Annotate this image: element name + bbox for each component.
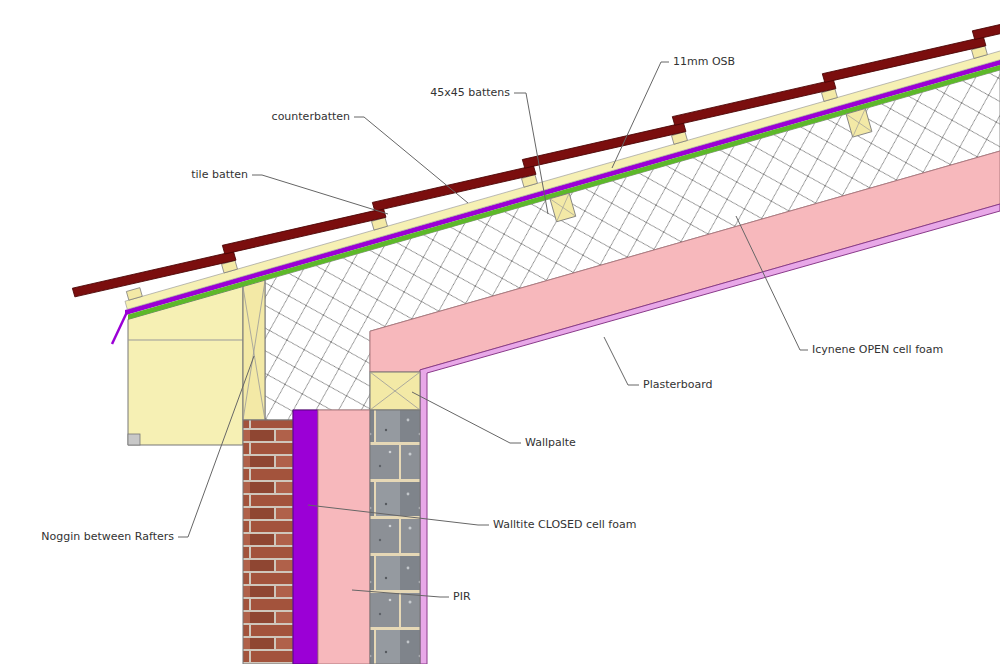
drawing-part <box>550 193 576 222</box>
pir-board <box>318 410 370 664</box>
drawing-part <box>370 372 420 410</box>
plasterboard <box>420 204 1000 664</box>
callout-label: 45x45 battens <box>430 86 510 100</box>
callout-label: Noggin between Rafters <box>41 530 174 544</box>
drawing-part <box>822 28 986 91</box>
drip-edge <box>112 312 127 344</box>
roof-covering <box>72 0 1000 322</box>
drawing-part <box>354 117 468 203</box>
callout-label: 11mm OSB <box>673 55 735 69</box>
drawing-part <box>252 175 388 214</box>
drawing-part <box>846 109 872 138</box>
callout-label: PIR <box>453 590 471 604</box>
callout-label: tile batten <box>191 168 248 182</box>
drawing-part <box>372 157 536 220</box>
drawing-part <box>514 93 548 214</box>
drawing-part <box>846 109 872 138</box>
drawing-part <box>412 392 521 443</box>
drawing-part <box>243 281 265 420</box>
drawing-part <box>736 216 808 350</box>
drawing-part <box>522 114 686 177</box>
callout-label: Plasterboard <box>643 378 713 392</box>
drawing-part <box>126 288 142 301</box>
drawing-part <box>370 372 420 410</box>
noggin <box>243 280 265 420</box>
drawing-part <box>243 280 265 420</box>
closed-cell-foam <box>293 410 318 664</box>
soffit <box>128 434 140 445</box>
osb-layer <box>128 65 1000 319</box>
drawing-part <box>612 62 669 168</box>
brick-outer-leaf <box>243 420 293 664</box>
drawing-part <box>550 193 576 222</box>
drawing-part <box>972 0 1000 48</box>
ceiling-insulation <box>370 151 1000 372</box>
callout-label: Walltite CLOSED cell foam <box>493 518 636 532</box>
callout-label: Wallpalte <box>525 436 576 450</box>
callout-label: counterbatten <box>272 110 350 124</box>
callout-label: Icynene OPEN cell foam <box>812 343 943 357</box>
drawing-part <box>125 32 1000 310</box>
drawing-part <box>846 109 872 138</box>
drawing-part <box>604 337 639 385</box>
drawing-part <box>72 243 236 306</box>
battens-45x45 <box>550 109 872 222</box>
drawing-part <box>672 71 836 134</box>
drawing-part <box>222 200 386 263</box>
fascia-line <box>128 340 243 341</box>
drawing-part <box>370 372 420 410</box>
block-inner-leaf <box>370 410 420 664</box>
drawing-part <box>352 590 449 597</box>
membrane <box>125 60 1000 316</box>
drawing-part <box>308 505 489 525</box>
leader-lines <box>178 62 808 597</box>
drawing-part <box>178 356 254 537</box>
drawing-part <box>550 193 576 222</box>
wall-plate <box>370 372 420 410</box>
